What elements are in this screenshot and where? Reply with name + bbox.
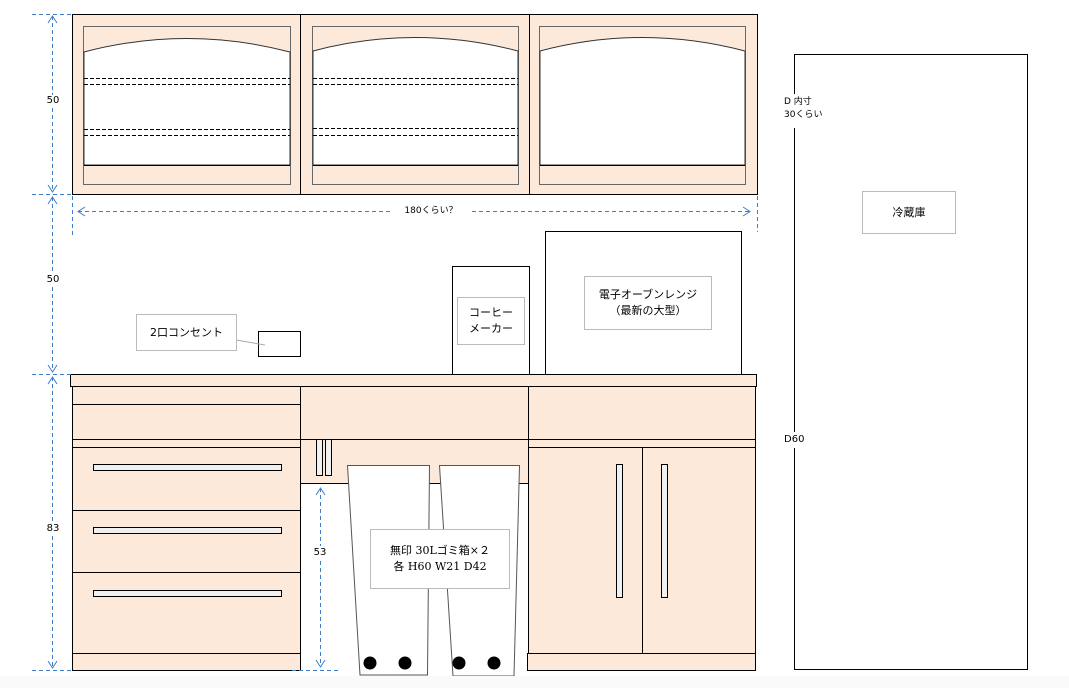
fridge-label-text: 冷蔵庫 <box>892 205 926 219</box>
right-door-unit <box>527 386 756 671</box>
coffee-label-line2: メーカー <box>469 322 513 335</box>
dimension-lines <box>32 14 758 671</box>
coffee-label-line1: コーヒー <box>469 306 513 319</box>
base-height-label: 83 <box>46 523 60 534</box>
upper-door-2 <box>312 26 519 185</box>
coffee-maker-label: コーヒー メーカー <box>457 297 525 345</box>
oven-label-line2: （最新の大型） <box>609 304 687 317</box>
upper-height-label: 50 <box>46 95 60 106</box>
bottom-strip <box>0 676 1069 688</box>
bins-label-line1: 無印 30Lゴミ箱×２ <box>389 544 490 557</box>
oven-label-line1: 電子オーブンレンジ <box>598 288 698 301</box>
left-drawer-unit <box>72 386 301 671</box>
trash-bins-label: 無印 30Lゴミ箱×２ 各 H60 W21 D42 <box>370 529 510 589</box>
fridge-inner-depth-line1: D 内寸 <box>784 97 812 107</box>
fridge-label: 冷蔵庫 <box>862 191 956 234</box>
wall-gap-height-label: 50 <box>46 274 60 285</box>
bin-space-height-label: 53 <box>313 547 327 558</box>
upper-door-1 <box>83 26 291 185</box>
fridge <box>794 54 1028 670</box>
bins-label-line2: 各 H60 W21 D42 <box>393 560 487 573</box>
width-label: 180くらい？ <box>404 206 458 216</box>
outlet <box>258 331 301 357</box>
upper-door-3 <box>539 26 746 185</box>
fridge-inner-depth-line2: 30くらい <box>784 110 823 120</box>
oven-label: 電子オーブンレンジ （最新の大型） <box>584 276 712 330</box>
dimension-arrows <box>47 15 751 669</box>
outlet-label-text: 2口コンセント <box>150 325 223 339</box>
middle-unit <box>300 386 529 484</box>
countertop <box>70 374 757 387</box>
fridge-depth-label: D60 <box>784 434 805 445</box>
fridge-inner-depth-label: D 内寸 30くらい <box>784 96 822 122</box>
outlet-label: 2口コンセント <box>136 314 237 351</box>
